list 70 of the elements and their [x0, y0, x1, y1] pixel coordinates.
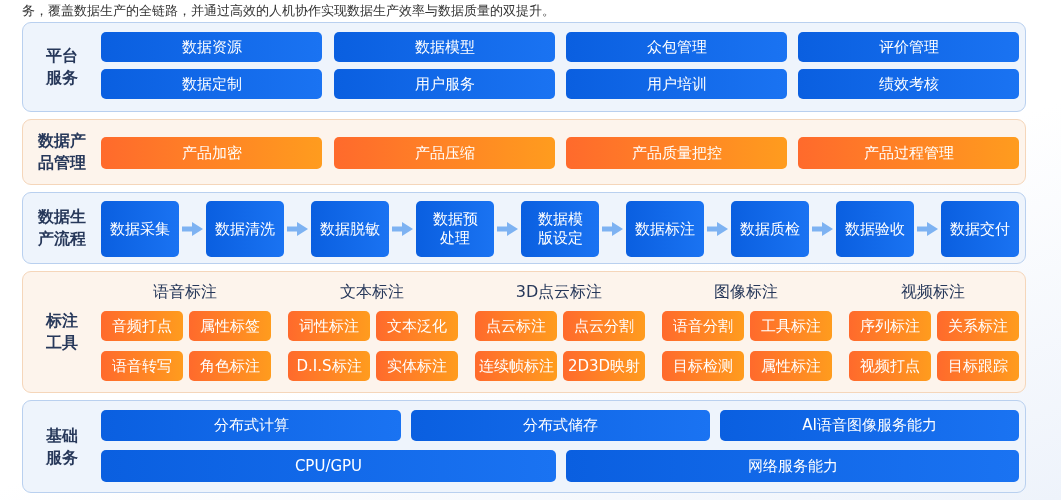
service-tile: 数据资源	[101, 32, 322, 62]
process-step: 数据脱敏	[311, 201, 389, 257]
layer-title: 标注工具	[44, 310, 79, 354]
process-step: 数据清洗	[206, 201, 284, 257]
category-heading: 文本标注	[339, 282, 405, 302]
service-tile: 用户培训	[566, 69, 787, 99]
infrastructure-tile: 分布式储存	[411, 410, 710, 441]
layer-title: 平台服务	[45, 45, 79, 89]
tool-tile: 音频打点	[101, 311, 183, 341]
flow-arrow	[917, 222, 938, 236]
flow-arrow	[602, 222, 623, 236]
product-tile: 产品过程管理	[798, 137, 1019, 169]
paragraph-text: 务，覆盖数据生产的全链路，并通过高效的人机协作实现数据生产效率与数据质量的双提升。	[22, 3, 555, 19]
tool-tile: 文本泛化	[376, 311, 458, 341]
layer-title: 数据产品管理	[37, 130, 87, 174]
process-step: 数据模版设定	[521, 201, 599, 257]
process-step: 数据预处理	[416, 201, 494, 257]
tool-tile: 角色标注	[189, 351, 271, 381]
layer-panel	[22, 119, 1026, 185]
tool-tile: 连续帧标注	[475, 351, 557, 381]
infrastructure-tile: AI语音图像服务能力	[720, 410, 1019, 441]
tool-tile: D.I.S标注	[288, 351, 370, 381]
flow-arrow	[392, 222, 413, 236]
infrastructure-tile: 网络服务能力	[566, 450, 1019, 482]
process-step: 数据标注	[626, 201, 704, 257]
service-tile: 数据模型	[334, 32, 555, 62]
layer-panel	[22, 22, 1026, 112]
tool-tile: 属性标签	[189, 311, 271, 341]
tool-tile: 点云标注	[475, 311, 557, 341]
service-tile: 评价管理	[798, 32, 1019, 62]
category-heading: 视频标注	[900, 282, 966, 302]
service-tile: 用户服务	[334, 69, 555, 99]
tool-tile: 实体标注	[376, 351, 458, 381]
category-heading: 语音标注	[152, 282, 218, 302]
tool-tile: 2D3D映射	[563, 351, 645, 381]
tool-tile: 语音转写	[101, 351, 183, 381]
layer-title: 数据生产流程	[37, 206, 87, 250]
tool-tile: 目标跟踪	[937, 351, 1019, 381]
layer-title: 基础服务	[45, 424, 79, 469]
tool-tile: 关系标注	[937, 311, 1019, 341]
flow-arrow	[497, 222, 518, 236]
product-tile: 产品质量把控	[566, 137, 787, 169]
layer-panel	[22, 400, 1026, 493]
layer-panel	[22, 192, 1026, 264]
category-heading: 3D点云标注	[514, 282, 604, 302]
service-tile: 数据定制	[101, 69, 322, 99]
tool-tile: 点云分割	[563, 311, 645, 341]
flow-arrow	[707, 222, 728, 236]
category-heading: 图像标注	[713, 282, 779, 302]
tool-tile: 属性标注	[750, 351, 832, 381]
tool-tile: 视频打点	[849, 351, 931, 381]
service-tile: 绩效考核	[798, 69, 1019, 99]
tool-tile: 语音分割	[662, 311, 744, 341]
flow-arrow	[182, 222, 203, 236]
flow-arrow	[812, 222, 833, 236]
tool-tile: 目标检测	[662, 351, 744, 381]
product-tile: 产品压缩	[334, 137, 555, 169]
process-step: 数据验收	[836, 201, 914, 257]
tool-tile: 序列标注	[849, 311, 931, 341]
infrastructure-tile: 分布式计算	[101, 410, 401, 441]
infrastructure-tile: CPU/GPU	[101, 450, 556, 482]
flow-arrow	[287, 222, 308, 236]
service-tile: 众包管理	[566, 32, 787, 62]
tool-tile: 词性标注	[288, 311, 370, 341]
process-step: 数据交付	[941, 201, 1019, 257]
process-step: 数据采集	[101, 201, 179, 257]
layer-panel	[22, 271, 1026, 393]
tool-tile: 工具标注	[750, 311, 832, 341]
process-step: 数据质检	[731, 201, 809, 257]
product-tile: 产品加密	[101, 137, 322, 169]
